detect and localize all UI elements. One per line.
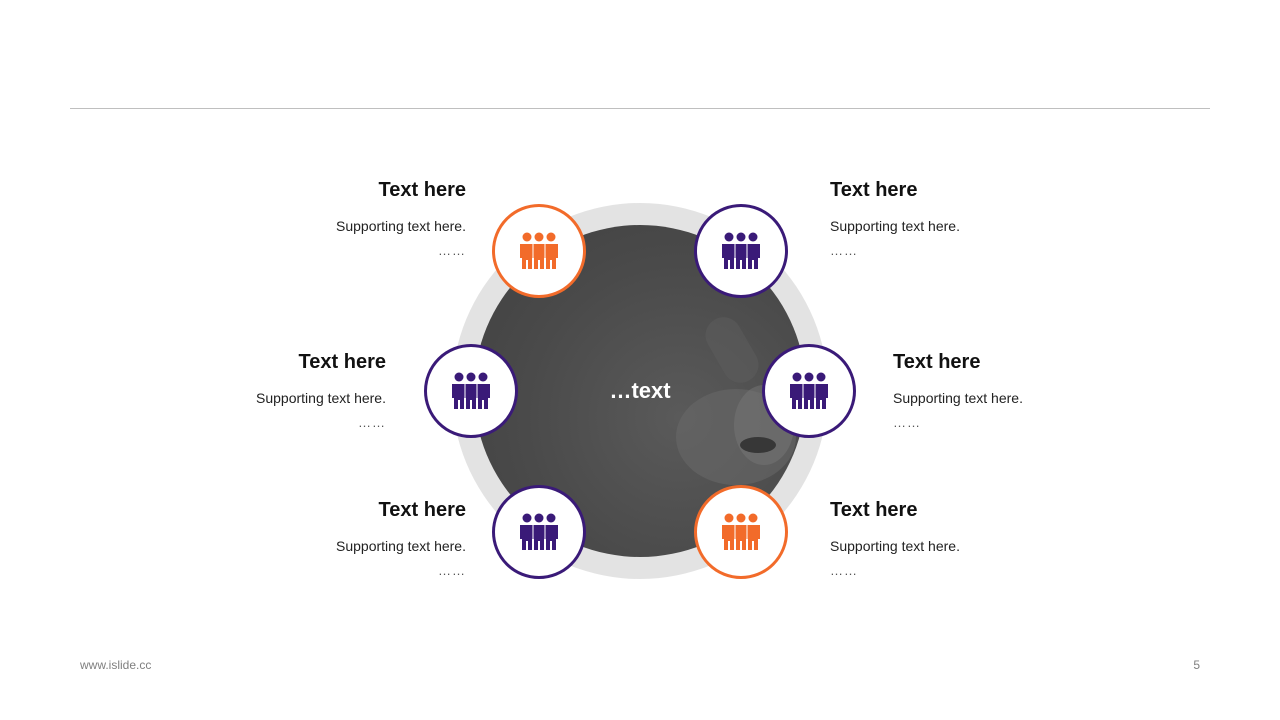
node-top-left: [492, 204, 586, 298]
item-ellipsis: ……: [830, 243, 858, 258]
item-ellipsis: ……: [438, 563, 466, 578]
item-title: Text here: [298, 351, 386, 373]
footer-website: www.islide.cc: [80, 658, 152, 672]
item-label-middle-right: Text here Supporting text here. ……: [893, 350, 1133, 431]
item-title: Text here: [378, 499, 466, 521]
page-number: 5: [1193, 658, 1200, 672]
people-group-icon: [722, 513, 760, 550]
item-subtitle: Supporting text here.: [256, 390, 386, 406]
header-divider: [70, 108, 1210, 109]
center-text: …text: [609, 378, 671, 403]
item-subtitle: Supporting text here.: [893, 390, 1023, 406]
item-title: Text here: [830, 179, 918, 201]
node-middle-left: [424, 344, 518, 438]
item-subtitle: Supporting text here.: [336, 538, 466, 554]
item-title: Text here: [378, 179, 466, 201]
people-group-icon: [790, 372, 828, 409]
item-subtitle: Supporting text here.: [830, 538, 960, 554]
item-title: Text here: [830, 499, 918, 521]
item-label-top-left: Text here Supporting text here. ……: [226, 178, 466, 259]
item-title: Text here: [893, 351, 981, 373]
item-ellipsis: ……: [438, 243, 466, 258]
node-bottom-left: [492, 485, 586, 579]
item-ellipsis: ……: [893, 415, 921, 430]
item-subtitle: Supporting text here.: [336, 218, 466, 234]
people-group-icon: [452, 372, 490, 409]
node-middle-right: [762, 344, 856, 438]
people-group-icon: [722, 232, 760, 269]
people-group-icon: [520, 232, 558, 269]
item-ellipsis: ……: [358, 415, 386, 430]
item-ellipsis: ……: [830, 563, 858, 578]
item-label-bottom-right: Text here Supporting text here. ……: [830, 498, 1070, 579]
node-bottom-right: [694, 485, 788, 579]
people-group-icon: [520, 513, 558, 550]
item-label-bottom-left: Text here Supporting text here. ……: [226, 498, 466, 579]
item-subtitle: Supporting text here.: [830, 218, 960, 234]
item-label-top-right: Text here Supporting text here. ……: [830, 178, 1070, 259]
item-label-middle-left: Text here Supporting text here. ……: [146, 350, 386, 431]
node-top-right: [694, 204, 788, 298]
